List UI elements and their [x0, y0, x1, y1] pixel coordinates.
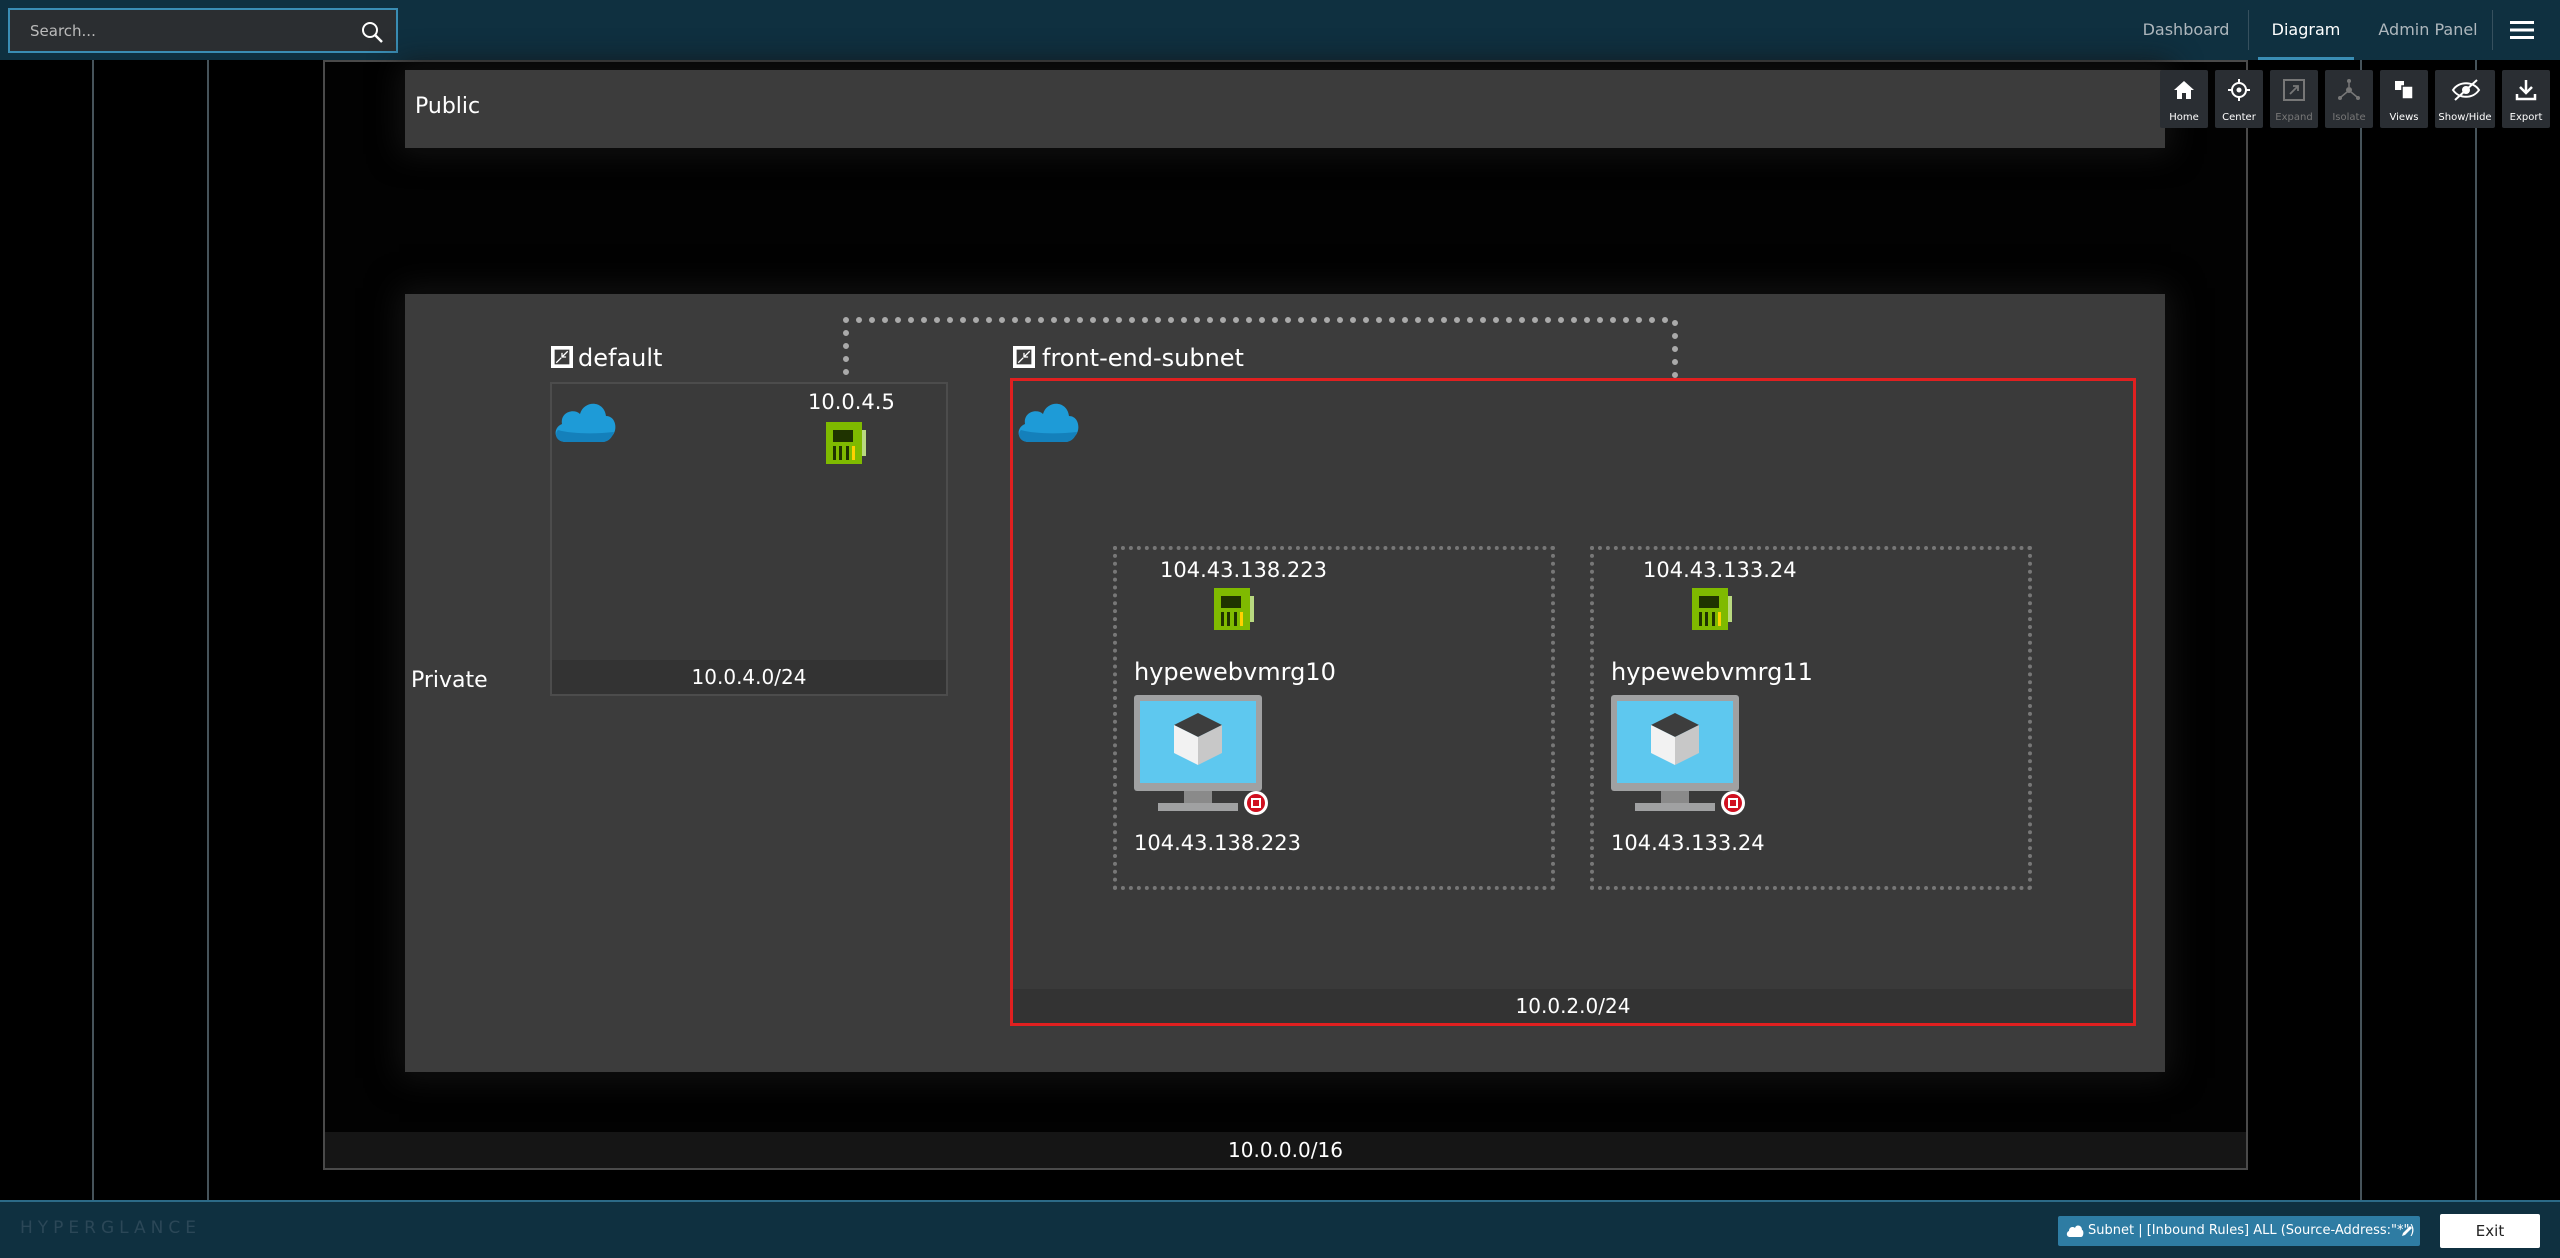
- isolate-button[interactable]: Isolate: [2325, 70, 2373, 128]
- nic-ip-label: 10.0.4.5: [808, 390, 895, 414]
- edit-pencil-icon[interactable]: [2400, 1224, 2414, 1238]
- export-label: Export: [2509, 112, 2543, 123]
- public-zone[interactable]: Public: [405, 70, 2165, 148]
- search-input[interactable]: [30, 20, 350, 42]
- filter-text: Subnet | [Inbound Rules] ALL (Source-Add…: [2088, 1223, 2415, 1238]
- network-interface-icon[interactable]: [1692, 588, 1732, 630]
- top-bar: Dashboard Diagram Admin Panel: [0, 0, 2560, 60]
- virtual-network-cloud-icon: [1018, 403, 1079, 442]
- vm-ip-label: 104.43.133.24: [1611, 831, 1765, 855]
- nav-divider: [2248, 10, 2249, 50]
- home-button[interactable]: Home: [2160, 70, 2208, 128]
- collapse-subnet-icon[interactable]: [551, 346, 573, 368]
- show-hide-button[interactable]: Show/Hide: [2435, 70, 2495, 128]
- vm-name: hypewebvmrg10: [1134, 658, 1336, 686]
- subnet-title-front-end: front-end-subnet: [1042, 344, 1244, 372]
- tab-admin-panel[interactable]: Admin Panel: [2378, 20, 2478, 39]
- virtual-machine-icon[interactable]: [1611, 695, 1747, 817]
- nic-ip-label: 104.43.138.223: [1160, 558, 1327, 582]
- home-icon: [2174, 81, 2194, 99]
- hyperglance-logo: HYPERGLANCE: [20, 1218, 201, 1238]
- grid-line: [207, 60, 209, 1200]
- vm-group-hypewebvmrg10[interactable]: [1113, 546, 1555, 890]
- export-button[interactable]: Export: [2502, 70, 2550, 128]
- vnet-cidr-label: 10.0.0.0/16: [325, 1132, 2246, 1168]
- subnet-cidr-label: 10.0.4.0/24: [552, 660, 946, 694]
- active-filter-badge[interactable]: Subnet | [Inbound Rules] ALL (Source-Add…: [2058, 1216, 2420, 1246]
- network-interface-icon[interactable]: [1214, 588, 1254, 630]
- show-hide-label: Show/Hide: [2438, 112, 2492, 123]
- expand-button[interactable]: Expand: [2270, 70, 2318, 128]
- nic-ip-label: 104.43.133.24: [1643, 558, 1797, 582]
- crosshair-icon: [2228, 79, 2250, 101]
- collapse-subnet-icon[interactable]: [1013, 346, 1035, 368]
- isolate-icon: [2338, 79, 2360, 100]
- grid-line: [92, 60, 94, 1200]
- network-interface-icon[interactable]: [826, 422, 866, 464]
- subnet-cidr-label: 10.0.2.0/24: [1013, 989, 2133, 1023]
- vm-name: hypewebvmrg11: [1611, 658, 1813, 686]
- expand-icon: [2283, 79, 2305, 101]
- center-button[interactable]: Center: [2215, 70, 2263, 128]
- tab-diagram[interactable]: Diagram: [2258, 0, 2354, 60]
- expand-label: Expand: [2275, 112, 2313, 123]
- grid-line: [2360, 60, 2362, 1200]
- center-label: Center: [2222, 112, 2256, 123]
- virtual-network-cloud-icon: [555, 403, 616, 442]
- home-label: Home: [2169, 112, 2199, 123]
- isolate-label: Isolate: [2332, 112, 2366, 123]
- subnet-title-default: default: [578, 344, 663, 372]
- subnet-default[interactable]: 10.0.4.0/24: [550, 382, 948, 696]
- eye-slash-icon: [2451, 79, 2481, 101]
- bottom-bar: HYPERGLANCE Subnet | [Inbound Rules] ALL…: [0, 1200, 2560, 1258]
- exit-button[interactable]: Exit: [2440, 1214, 2540, 1248]
- views-label: Views: [2389, 112, 2419, 123]
- search-icon[interactable]: [360, 20, 384, 44]
- public-zone-label: Public: [415, 94, 481, 119]
- grid-line: [2475, 60, 2477, 1200]
- views-icon: [2395, 81, 2414, 100]
- nav-divider: [2492, 10, 2493, 50]
- vm-ip-label: 104.43.138.223: [1134, 831, 1301, 855]
- download-icon: [2515, 80, 2537, 101]
- tab-dashboard[interactable]: Dashboard: [2142, 20, 2230, 39]
- views-button[interactable]: Views: [2380, 70, 2428, 128]
- vm-group-hypewebvmrg11[interactable]: [1590, 546, 2032, 890]
- virtual-machine-icon[interactable]: [1134, 695, 1270, 817]
- cloud-icon: [2066, 1225, 2084, 1237]
- private-zone-label: Private: [411, 668, 488, 693]
- search-box[interactable]: [8, 8, 398, 53]
- hamburger-menu-icon[interactable]: [2508, 16, 2536, 44]
